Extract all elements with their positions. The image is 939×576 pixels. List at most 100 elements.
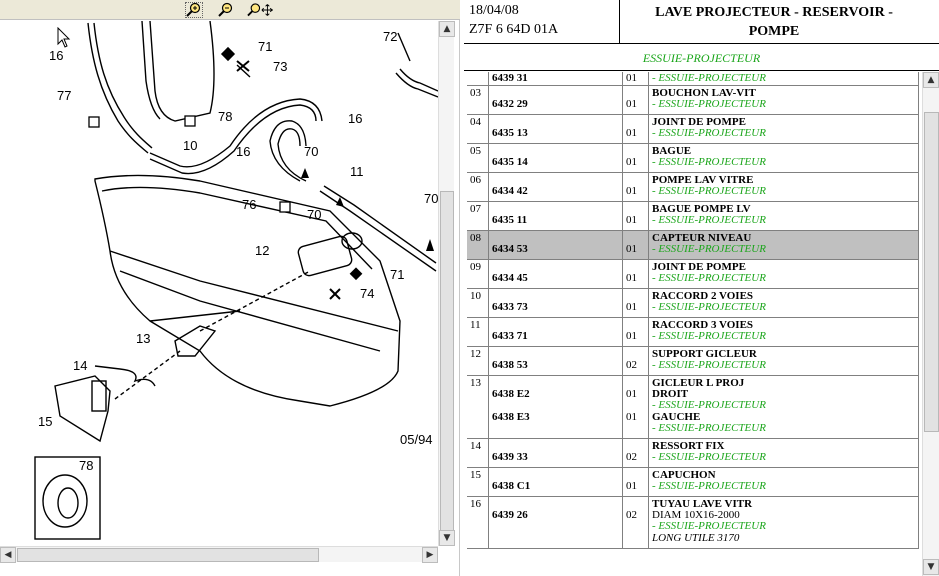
item-number: 11 — [470, 319, 481, 331]
vertical-scroll-thumb[interactable] — [924, 112, 939, 432]
zoom-in-icon[interactable] — [185, 2, 203, 18]
callout-13[interactable]: 13 — [136, 331, 151, 346]
callout-78[interactable]: 78 — [218, 109, 233, 124]
callout-71[interactable]: 71 — [258, 39, 273, 54]
callout-16b[interactable]: 16 — [348, 111, 363, 126]
page-title-line2: POMPE — [748, 24, 800, 39]
scroll-down-icon[interactable]: ▼ — [439, 530, 455, 546]
description-line: GICLEUR L PROJ — [652, 377, 745, 389]
zoom-out-icon[interactable] — [217, 2, 235, 18]
item-number-cell: 04 — [467, 115, 489, 143]
item-number: 04 — [470, 116, 481, 128]
quantity-cell: 01 — [623, 468, 649, 496]
callout-15[interactable]: 15 — [38, 414, 53, 429]
description-cell: BAGUE POMPE LV- ESSUIE-PROJECTEUR — [649, 202, 919, 230]
callout-10[interactable]: 10 — [183, 138, 198, 153]
description-line: RACCORD 3 VOIES — [652, 319, 754, 331]
item-number: 07 — [470, 203, 481, 215]
item-number-cell: 10 — [467, 289, 489, 317]
description-line: - ESSUIE-PROJECTEUR — [652, 421, 766, 434]
callout-11[interactable]: 11 — [350, 164, 364, 179]
reference-cell: 6432 29 — [489, 86, 623, 114]
quantity-cell: 02 — [623, 439, 649, 467]
part-quantity: 01 — [626, 480, 637, 493]
exploded-view-drawing — [34, 21, 438, 540]
callout-78-inset[interactable]: 78 — [79, 458, 94, 473]
callout-12[interactable]: 12 — [255, 243, 270, 258]
parts-vertical-scrollbar[interactable]: ▲ ▼ — [922, 72, 939, 576]
item-number-cell: 15 — [467, 468, 489, 496]
zoom-pan-icon[interactable] — [246, 2, 274, 18]
scroll-down-icon[interactable]: ▼ — [923, 559, 939, 575]
part-quantity: 02 — [626, 451, 637, 464]
item-number: 13 — [470, 377, 481, 389]
reference-cell: 6434 42 — [489, 173, 623, 201]
diagram-horizontal-scrollbar[interactable]: ◀ ▶ — [0, 546, 438, 563]
quantity-cell: 01 — [623, 86, 649, 114]
description-cell: SUPPORT GICLEUR- ESSUIE-PROJECTEUR — [649, 347, 919, 375]
diagram-date: 05/94 — [400, 432, 433, 447]
quantity-cell: 02 — [623, 497, 649, 548]
header-divider — [619, 0, 620, 44]
callout-16c[interactable]: 16 — [236, 144, 251, 159]
description-line: - ESSUIE-PROJECTEUR — [652, 451, 766, 464]
callout-72[interactable]: 72 — [383, 29, 398, 44]
callout-74[interactable]: 74 — [360, 286, 375, 301]
item-number-cell: 13 — [467, 376, 489, 438]
item-number: 05 — [470, 145, 481, 157]
callout-16[interactable]: 16 — [49, 48, 64, 63]
callout-70c[interactable]: 70 — [424, 191, 438, 206]
item-number-cell: 07 — [467, 202, 489, 230]
description-line: - ESSUIE-PROJECTEUR — [652, 330, 766, 343]
description-line: BAGUE POMPE LV — [652, 203, 751, 215]
scroll-right-icon[interactable]: ▶ — [422, 547, 438, 563]
description-line: CAPUCHON — [652, 469, 716, 481]
reference-cell: 6439 33 — [489, 439, 623, 467]
description-cell: CAPTEUR NIVEAU- ESSUIE-PROJECTEUR — [649, 231, 919, 259]
reference-cell: 6439 26 — [489, 497, 623, 548]
vertical-scroll-thumb[interactable] — [440, 191, 454, 531]
description-line: LONG UTILE 3170 — [652, 531, 740, 544]
horizontal-scroll-thumb[interactable] — [17, 548, 319, 562]
description-line: DIAM 10X16-2000 — [652, 509, 740, 522]
callout-70[interactable]: 70 — [304, 144, 319, 159]
diagram-vertical-scrollbar[interactable]: ▲ ▼ — [438, 21, 455, 546]
scroll-up-icon[interactable]: ▲ — [923, 72, 939, 88]
item-number-cell — [467, 72, 489, 85]
callout-71b[interactable]: 71 — [390, 267, 405, 282]
scroll-up-icon[interactable]: ▲ — [439, 21, 455, 37]
part-reference: 6432 29 — [492, 98, 528, 111]
callout-77[interactable]: 77 — [57, 88, 72, 103]
page-title-line1: LAVE PROJECTEUR - RESERVOIR - — [655, 5, 893, 20]
callout-73[interactable]: 73 — [273, 59, 288, 74]
scroll-left-icon[interactable]: ◀ — [0, 547, 16, 563]
callout-14[interactable]: 14 — [73, 358, 88, 373]
callout-70b[interactable]: 70 — [307, 207, 322, 222]
description-line: - ESSUIE-PROJECTEUR — [652, 520, 766, 533]
item-number: 09 — [470, 261, 481, 273]
parts-diagram[interactable]: 71 73 72 16 77 78 10 16 70 11 16 76 70 1… — [0, 21, 438, 546]
callout-76[interactable]: 76 — [242, 197, 257, 212]
quantity-cell: 01 — [623, 72, 649, 85]
item-number-cell: 06 — [467, 173, 489, 201]
part-quantity: 01 — [626, 98, 637, 111]
item-number-cell: 05 — [467, 144, 489, 172]
description-cell: - ESSUIE-PROJECTEUR — [649, 72, 919, 85]
reference-cell: 6438 C1 — [489, 468, 623, 496]
quantity-cell: 01 — [623, 289, 649, 317]
